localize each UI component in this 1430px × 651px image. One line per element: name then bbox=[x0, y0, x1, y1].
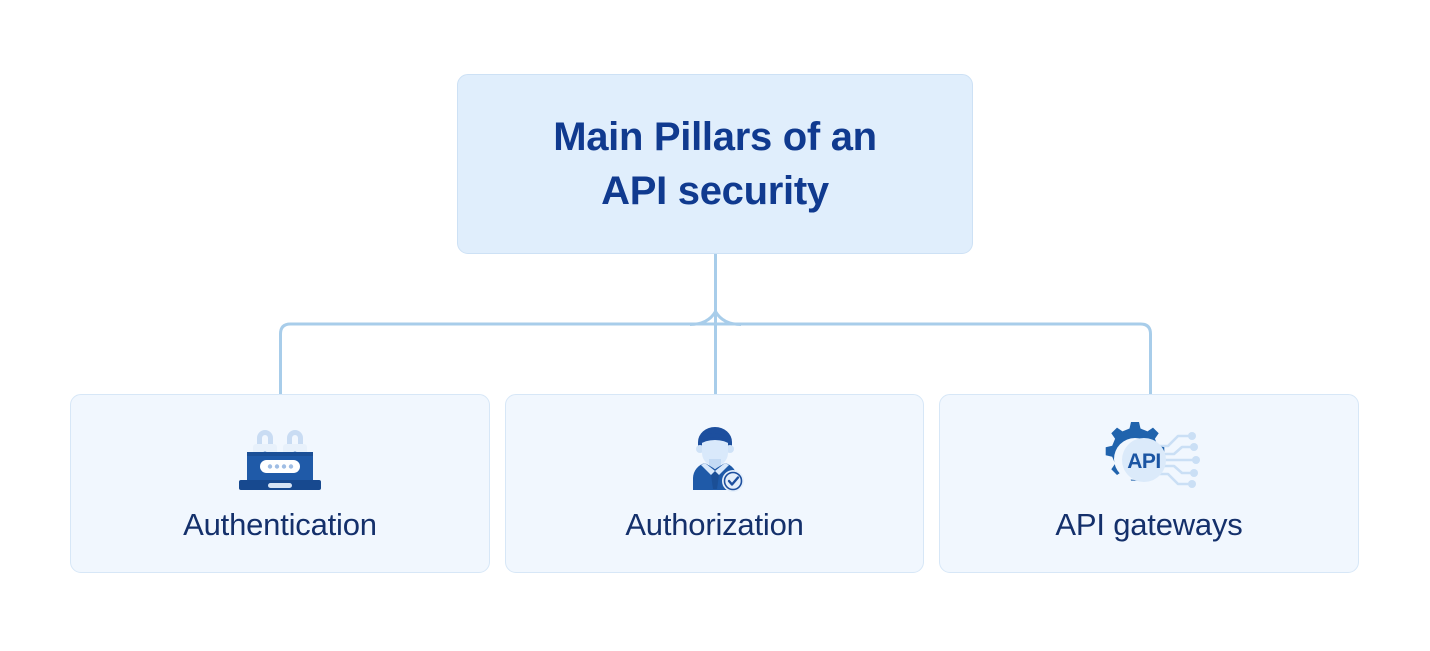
user-verified-check-icon bbox=[675, 416, 755, 500]
root-node-main-pillars[interactable]: Main Pillars of an API security bbox=[457, 74, 973, 254]
connector-junction-left bbox=[689, 310, 717, 326]
connector-junction-right bbox=[714, 310, 742, 326]
gear-api-circuit-icon: API bbox=[1094, 416, 1204, 500]
laptop-padlocks-password-icon bbox=[235, 416, 325, 500]
node-label-authentication: Authentication bbox=[183, 507, 377, 542]
svg-text:API: API bbox=[1127, 450, 1161, 473]
node-label-authorization: Authorization bbox=[625, 507, 804, 542]
node-authorization[interactable]: Authorization bbox=[505, 394, 924, 573]
node-api-gateways[interactable]: API API gateways bbox=[939, 394, 1359, 573]
node-label-api-gateways: API gateways bbox=[1055, 507, 1243, 542]
page-title: Main Pillars of an API security bbox=[553, 114, 877, 213]
connector-elbow-left bbox=[279, 322, 1140, 394]
node-authentication[interactable]: Authentication bbox=[70, 394, 490, 573]
connector-elbow-right bbox=[690, 322, 1152, 394]
